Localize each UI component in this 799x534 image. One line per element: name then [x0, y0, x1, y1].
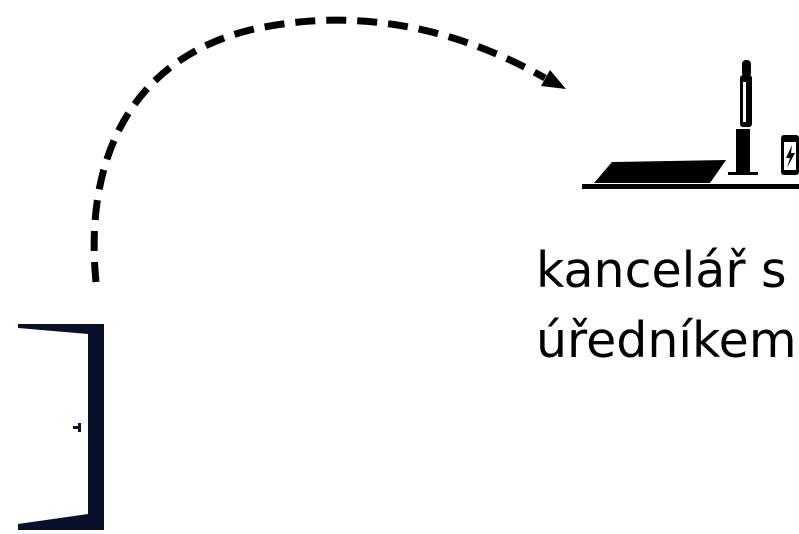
lightning-icon	[786, 145, 795, 168]
door-handle	[73, 426, 81, 429]
dashed-arrow	[90, 16, 566, 283]
door-panel	[18, 324, 104, 530]
desk-icon	[594, 160, 726, 183]
lamp-icon	[728, 60, 758, 175]
office-label-line-2: úředníkem,	[536, 312, 799, 369]
office-label-line-1: kancelář s	[536, 242, 787, 299]
door-handle-knob	[78, 423, 81, 432]
door-icon	[18, 324, 104, 530]
shelf-line	[582, 184, 799, 189]
dashed-arrow-path	[90, 16, 547, 283]
lamp-neck-highlight	[743, 82, 746, 122]
lamp-top	[742, 60, 751, 77]
lamp-body	[736, 129, 750, 174]
phone-icon	[781, 135, 799, 175]
arrowhead-icon	[541, 70, 566, 89]
